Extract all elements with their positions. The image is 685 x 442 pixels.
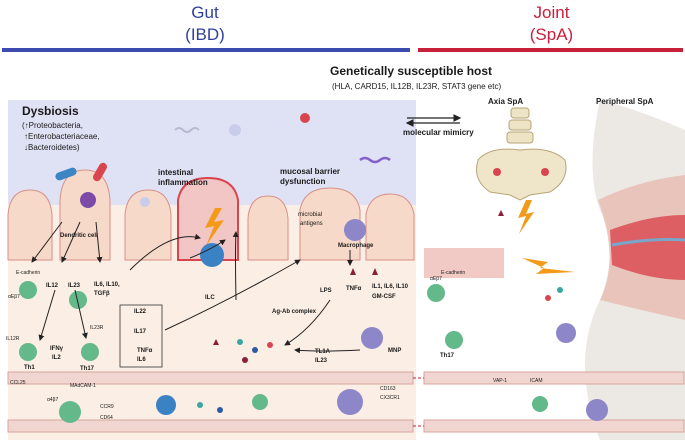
joint-ecadherin-label: E-cadherin (441, 270, 466, 276)
gut-header-bar (2, 48, 410, 52)
joint-th17-label: Th17 (440, 353, 455, 359)
vap1-label: VAP-1 (493, 378, 508, 384)
joint-subtitle: (SpA) (529, 25, 574, 44)
lightning-icon-axial (518, 200, 534, 234)
dysbiosis-line-1: (↑Proteobacteria, (22, 121, 83, 130)
dysbiosis-line-3: ↓Bacteroidetes) (24, 143, 80, 152)
tl1a-label-2: IL23 (315, 358, 328, 364)
joint-header: Joint (SpA) (418, 2, 685, 46)
gut-title: Gut (191, 3, 219, 22)
dysbiosis-line-2: ↑Enterobacteriaceae, (24, 132, 100, 141)
macrophage-label: Macrophage (338, 243, 374, 249)
tnfa-box-label: TNFα (137, 348, 153, 354)
il22-label: IL22 (134, 309, 147, 315)
il6group-label-2: TGFβ (94, 291, 110, 297)
microbial-label-2: antigens (300, 221, 323, 227)
dendritic-cell-icon (80, 192, 96, 208)
th17-label: Th17 (80, 366, 95, 372)
host-genes: (HLA, CARD15, IL12B, IL23R, STAT3 gene e… (332, 82, 502, 91)
joint-aeb7-label: αEβ7 (430, 276, 442, 282)
th1-cell-icon (19, 343, 37, 361)
gut-blood-vessel (7, 371, 414, 385)
knee-joint-illustration (585, 100, 685, 440)
macrophage-icon (344, 219, 366, 241)
axial-spa-label: Axia SpA (488, 97, 524, 106)
ecadherin-label: E-cadherin (16, 270, 41, 276)
intestinal-label-1: intestinal (158, 168, 194, 177)
barrier-label-2: dysfunction (280, 177, 326, 186)
joint-title: Joint (533, 3, 570, 22)
ilc-cell-icon (200, 243, 224, 267)
ifng-label-1: IFNγ (50, 346, 64, 352)
joint-th17-cell (445, 331, 463, 349)
il17-label: IL17 (134, 329, 147, 335)
dysbiosis-title: Dysbiosis (22, 104, 79, 118)
mnp-cell-icon (361, 327, 383, 349)
pathway-arrows (31, 221, 361, 354)
th17-cell-icon (81, 343, 99, 361)
iel-cell (19, 281, 37, 299)
il12r-label: IL12R (6, 336, 20, 342)
lightning-icon-gut (205, 208, 224, 246)
peripheral-spa-label: Peripheral SpA (596, 97, 654, 106)
cx3cr1-label: CX3CR1 (380, 395, 400, 401)
icam-label: ICAM (530, 378, 543, 384)
host-title: Genetically susceptible host (330, 64, 493, 78)
bacteria-icons (55, 113, 391, 207)
intestinal-label-2: inflammation (158, 178, 208, 187)
il23-label: IL23 (68, 283, 81, 289)
il1group-label-1: IL1, IL6, IL10 (372, 284, 409, 290)
immune-cells (19, 192, 608, 423)
ifng-label-2: IL2 (52, 355, 61, 361)
cd64-label: CD64 (100, 415, 113, 421)
joint-blood-vessel (423, 371, 685, 385)
a4b7-label: α4β7 (47, 397, 59, 403)
ccr9-label: CCR9 (100, 404, 114, 410)
tnfa-label: TNFα (346, 286, 362, 292)
il6group-label-1: IL6, IL10, (94, 282, 120, 288)
mimicry-label: molecular mimicry (403, 128, 474, 137)
dendritic-cell-label: Dendritic cell (60, 233, 98, 239)
tl1a-label-1: TL1A (315, 349, 330, 355)
cd163-label: CD163 (380, 386, 396, 392)
th1-label: Th1 (24, 365, 35, 371)
barrier-label-1: mucosal barrier (280, 167, 341, 176)
pelvis-spine-illustration (476, 107, 567, 201)
aeb7-label: αEβ7 (8, 294, 20, 300)
il12-label: IL12 (46, 283, 59, 289)
lps-label: LPS (320, 288, 332, 294)
il6-box-label: IL6 (137, 357, 146, 363)
agab-label: Ag-Ab complex (272, 309, 317, 315)
lightning-icon-peripheral (522, 258, 575, 274)
gut-header: Gut (IBD) (0, 2, 410, 46)
ccl25-label: CCL25 (10, 380, 26, 386)
antigen-markers (197, 210, 563, 413)
intestinal-villi (7, 169, 415, 261)
ilc-label: ILC (205, 295, 215, 301)
joint-header-bar (418, 48, 683, 52)
cytokine-box (119, 304, 163, 368)
joint-epithelium (424, 248, 504, 278)
gut-subtitle: (IBD) (185, 25, 225, 44)
mnp-label: MNP (388, 348, 402, 354)
microbial-label-1: microbial (298, 212, 323, 218)
il1group-label-2: GM-CSF (372, 294, 396, 300)
il23r-label: IL23R (90, 325, 104, 331)
madcam-label: MAdCAM-1 (70, 383, 96, 389)
